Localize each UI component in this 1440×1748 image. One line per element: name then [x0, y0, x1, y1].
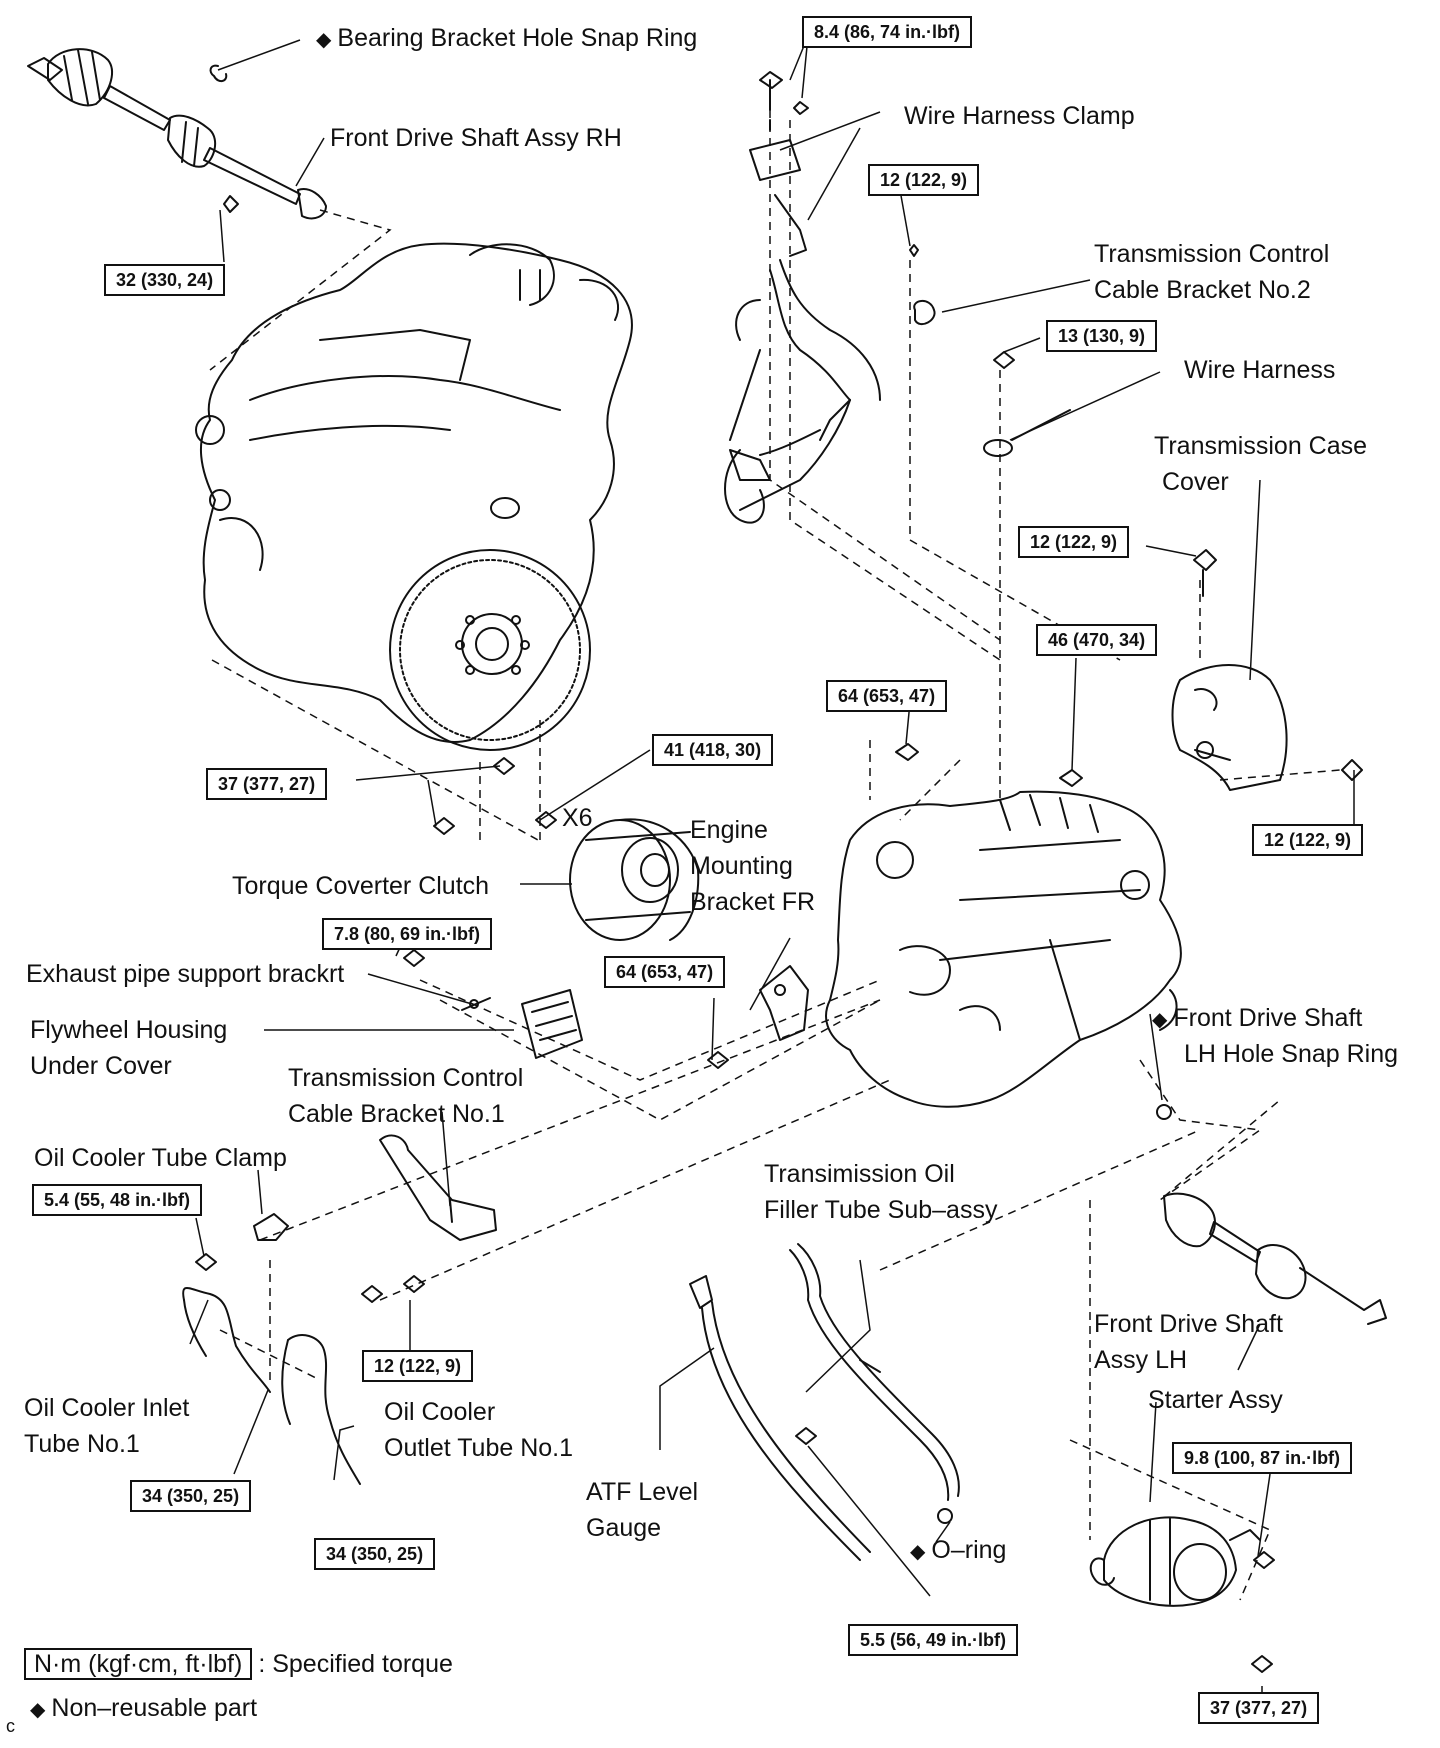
- starter-part: [1089, 1516, 1261, 1607]
- label-engine-mount-3: Bracket FR: [690, 888, 816, 916]
- torque-box: 13 (130, 9): [1046, 320, 1158, 352]
- wire-harness-part: [724, 79, 881, 524]
- torque-box: 64 (653, 47): [604, 956, 726, 988]
- torque-box: 34 (350, 25): [130, 1480, 252, 1512]
- label-drive-shaft-lh-2: Assy LH: [1094, 1346, 1188, 1374]
- label-flywheel-cover-2: Under Cover: [30, 1052, 172, 1080]
- legend-unit-desc: : Specified torque: [258, 1650, 453, 1678]
- label-starter: Starter Assy: [1148, 1386, 1283, 1414]
- label-outlet-tube-1: Oil Cooler: [384, 1398, 496, 1426]
- drive-shaft-lh-part: [1156, 1104, 1387, 1325]
- torque-box: 12 (122, 9): [868, 164, 980, 196]
- drive-shaft-rh-part: [27, 48, 327, 220]
- label-tcc-bracket-no1-1: Transmission Control: [288, 1064, 524, 1092]
- label-atf-gauge-2: Gauge: [586, 1514, 662, 1542]
- alignment-lines: [209, 110, 1341, 1601]
- label-inlet-tube-1: Oil Cooler Inlet: [24, 1394, 190, 1422]
- label-inlet-tube-2: Tube No.1: [24, 1430, 140, 1458]
- tcc-bracket-no1-part: [379, 1134, 497, 1241]
- bolts-misc: [195, 195, 1363, 1673]
- torque-box: 12 (122, 9): [1252, 824, 1364, 856]
- label-engine-mount-2: Mounting: [690, 852, 793, 880]
- torque-box: 34 (350, 25): [314, 1538, 436, 1570]
- label-front-drive-shaft-rh: Front Drive Shaft Assy RH: [330, 124, 622, 152]
- label-x6: X6: [562, 804, 593, 832]
- label-tcc-bracket-no1-2: Cable Bracket No.1: [288, 1100, 505, 1128]
- label-oring: ◆O–ring: [910, 1536, 1007, 1564]
- label-wire-harness: Wire Harness: [1184, 356, 1336, 384]
- non-reusable-icon: ◆: [1152, 1009, 1168, 1031]
- label-wire-harness-clamp: Wire Harness Clamp: [904, 102, 1135, 130]
- flywheel-cover-part: [461, 989, 583, 1059]
- torque-box: 12 (122, 9): [362, 1350, 474, 1382]
- non-reusable-icon: ◆: [316, 29, 332, 51]
- label-exhaust-bracket: Exhaust pipe support brackrt: [26, 960, 345, 988]
- transaxle-part: [825, 790, 1182, 1108]
- label-torque-converter: Torque Coverter Clutch: [232, 872, 490, 900]
- label-filler-tube-1: Transimission Oil: [764, 1160, 955, 1188]
- label-atf-gauge-1: ATF Level: [586, 1478, 699, 1506]
- torque-box: 37 (377, 27): [1198, 1692, 1320, 1724]
- bolts-top: [759, 71, 1217, 597]
- engine-part: [195, 242, 633, 751]
- label-trans-case-cover-1: Transmission Case: [1154, 432, 1368, 460]
- engine-mounting-bracket-part: [759, 965, 809, 1041]
- label-tcc-bracket-no2-1: Transmission Control: [1094, 240, 1330, 268]
- oil-cooler-clamp-part: [253, 1213, 289, 1241]
- label-lh-snap-ring-2: LH Hole Snap Ring: [1184, 1040, 1399, 1068]
- torque-box: 7.8 (80, 69 in.·lbf): [322, 918, 493, 950]
- legend-torque: N·m (kgf·cm, ft·lbf): Specified torque: [24, 1648, 453, 1680]
- non-reusable-icon: ◆: [910, 1541, 926, 1563]
- label-bearing-snap-ring: ◆Bearing Bracket Hole Snap Ring: [316, 24, 698, 52]
- torque-converter-part: [569, 818, 700, 941]
- torque-box: 32 (330, 24): [104, 264, 226, 296]
- transmission-case-cover-part: [1171, 664, 1288, 791]
- label-trans-case-cover-2: Cover: [1162, 468, 1229, 496]
- torque-box: 8.4 (86, 74 in.·lbf): [802, 16, 973, 48]
- label-tcc-bracket-no2-2: Cable Bracket No.2: [1094, 276, 1311, 304]
- corner-mark: c: [6, 1716, 15, 1736]
- torque-box: 46 (470, 34): [1036, 624, 1158, 656]
- torque-box: 12 (122, 9): [1018, 526, 1130, 558]
- filler-tube-part: [789, 1243, 960, 1524]
- torque-box: 41 (418, 30): [652, 734, 774, 766]
- label-drive-shaft-lh-1: Front Drive Shaft: [1094, 1310, 1283, 1338]
- label-lh-snap-ring-1: ◆Front Drive Shaft: [1152, 1004, 1363, 1032]
- legend-unit: N·m (kgf·cm, ft·lbf): [24, 1648, 253, 1680]
- torque-box: 9.8 (100, 87 in.·lbf): [1172, 1442, 1353, 1474]
- non-reusable-icon: ◆: [30, 1699, 46, 1721]
- atf-gauge-part: [689, 1275, 871, 1561]
- legend-non-reusable: ◆Non–reusable part: [30, 1694, 258, 1722]
- torque-box: 64 (653, 47): [826, 680, 948, 712]
- torque-box: 37 (377, 27): [206, 768, 328, 800]
- torque-box: 5.4 (55, 48 in.·lbf): [32, 1184, 203, 1216]
- label-flywheel-cover-1: Flywheel Housing: [30, 1016, 228, 1044]
- oil-cooler-tubes-part: [182, 1287, 361, 1485]
- label-filler-tube-2: Filler Tube Sub–assy: [764, 1196, 998, 1224]
- torque-box: 5.5 (56, 49 in.·lbf): [848, 1624, 1019, 1656]
- label-outlet-tube-2: Outlet Tube No.1: [384, 1434, 574, 1462]
- label-oil-cooler-clamp: Oil Cooler Tube Clamp: [34, 1144, 287, 1172]
- label-engine-mount-1: Engine: [690, 816, 768, 844]
